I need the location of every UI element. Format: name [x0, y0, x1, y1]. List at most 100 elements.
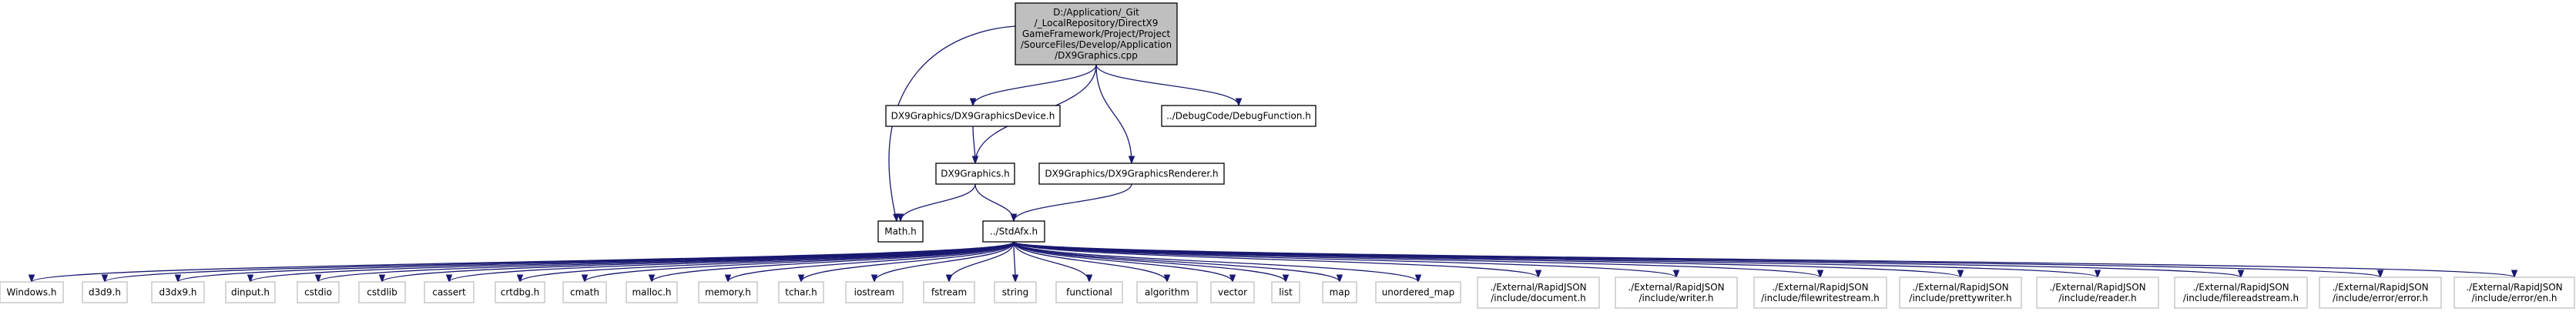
node-cstdio: cstdio	[297, 281, 340, 303]
edge-stdafx-to-algorithm	[1013, 241, 1171, 283]
node-rj_reader: ./External/RapidJSON/include/reader.h	[2036, 276, 2159, 309]
node-tchar: tchar.h	[778, 281, 824, 303]
edge-stdafx-to-d3dx9	[174, 241, 1015, 283]
node-debug[interactable]: ../DebugCode/DebugFunction.h	[1161, 105, 1317, 127]
node-windows: Windows.h	[0, 281, 64, 303]
node-root[interactable]: D:/Application/_Git/_LocalRepository/Dir…	[1015, 2, 1178, 65]
edge-arrowhead	[174, 274, 182, 283]
node-label: crtdbg.h	[501, 287, 540, 298]
node-vector: vector	[1210, 281, 1255, 303]
edge-stdafx-to-malloc	[648, 241, 1015, 283]
node-dx9rend[interactable]: DX9Graphics/DX9GraphicsRenderer.h	[1038, 163, 1225, 185]
node-label: /SourceFiles/Develop/Application	[1021, 39, 1172, 50]
edge-arrowhead	[1229, 274, 1236, 283]
node-box	[1055, 281, 1123, 303]
node-rj_error: ./External/RapidJSON/include/error/error…	[2319, 276, 2442, 309]
edge-stdafx-to-rj_filewrite	[1013, 241, 1824, 279]
edge-root-to-debug	[1095, 64, 1243, 107]
node-label: ./External/RapidJSON	[1912, 282, 2008, 293]
node-label: map	[1330, 287, 1350, 298]
edge-arrowhead	[445, 274, 453, 283]
edge-stdafx-to-crtdbg	[516, 241, 1015, 283]
edge-arrowhead	[1336, 274, 1343, 283]
node-label: /include/filereadstream.h	[2183, 293, 2299, 303]
edge-stdafx-to-tchar	[797, 241, 1015, 283]
node-dx9g[interactable]: DX9Graphics.h	[935, 163, 1015, 185]
edge-stdafx-to-umap	[1013, 241, 1422, 283]
edge-arrowhead	[1235, 98, 1243, 107]
edge-arrowhead	[314, 274, 322, 283]
edge-arrowhead	[247, 274, 254, 283]
edge-line	[177, 241, 1015, 283]
node-box	[297, 281, 340, 303]
node-box	[0, 281, 64, 303]
node-fstream: fstream	[923, 281, 975, 303]
edge-line	[888, 25, 1016, 222]
edge-line	[1013, 241, 1233, 283]
node-label: /include/filewritestream.h	[1761, 293, 1879, 303]
node-label: DX9Graphics/DX9GraphicsDevice.h	[891, 111, 1055, 122]
node-d3dx9: d3dx9.h	[151, 281, 205, 303]
edge-arrowhead	[897, 213, 904, 223]
node-label: ./External/RapidJSON	[1490, 282, 1586, 293]
node-box	[935, 163, 1015, 185]
edge-arrowhead	[797, 274, 805, 283]
edge-line	[584, 241, 1015, 283]
edge-arrowhead	[1128, 156, 1135, 165]
node-rj_filewrite: ./External/RapidJSON/include/filewritest…	[1753, 276, 1887, 309]
node-string: string	[994, 281, 1037, 303]
edge-dx9g-to-stdafx	[974, 183, 1018, 223]
node-label: ./External/RapidJSON	[1628, 282, 1724, 293]
edge-stdafx-to-rj_pretty	[1013, 241, 1964, 279]
edge-line	[1013, 241, 1286, 283]
edge-arrowhead	[2094, 270, 2101, 279]
node-memory: memory.h	[698, 281, 758, 303]
node-box	[1136, 281, 1198, 303]
node-label: GameFramework/Project/Project	[1022, 28, 1171, 39]
node-label: DX9Graphics/DX9GraphicsRenderer.h	[1045, 169, 1218, 179]
node-umap: unordered_map	[1375, 281, 1461, 303]
node-box	[923, 281, 975, 303]
edge-arrowhead	[28, 274, 35, 283]
node-box	[225, 281, 276, 303]
node-label: d3dx9.h	[159, 287, 196, 298]
edge-stdafx-to-cassert	[445, 241, 1015, 283]
edge-line	[519, 241, 1015, 283]
node-box	[1615, 276, 1738, 309]
node-box	[358, 281, 406, 303]
edge-line	[1013, 241, 1090, 283]
edge-dx9dev-to-dx9g	[971, 126, 979, 165]
node-box	[2036, 276, 2159, 309]
node-box	[994, 281, 1037, 303]
edge-arrowhead	[2376, 270, 2384, 279]
node-list: list	[1271, 281, 1300, 303]
edge-arrowhead	[969, 98, 977, 107]
node-math[interactable]: Math.h	[877, 220, 924, 243]
node-label: iostream	[854, 287, 895, 298]
node-label: unordered_map	[1382, 287, 1455, 298]
node-label: cmath	[570, 287, 599, 298]
edge-arrowhead	[378, 274, 386, 283]
edge-stdafx-to-list	[1013, 241, 1290, 283]
edge-arrowhead	[1011, 274, 1019, 283]
node-label: cstdio	[304, 287, 332, 298]
edge-line	[727, 241, 1015, 283]
node-label: functional	[1066, 287, 1112, 298]
node-label: malloc.h	[632, 287, 671, 298]
node-box	[1210, 281, 1255, 303]
edge-arrowhead	[971, 156, 979, 165]
node-box	[1322, 281, 1357, 303]
node-box	[1477, 276, 1600, 309]
node-box	[1161, 105, 1317, 127]
edge-line	[1013, 241, 1419, 283]
node-label: ./External/RapidJSON	[2192, 282, 2289, 293]
node-malloc: malloc.h	[626, 281, 678, 303]
node-label: d3d9.h	[89, 287, 121, 298]
node-stdafx[interactable]: ../StdAfx.h	[982, 220, 1045, 243]
edge-stdafx-to-dinput	[247, 241, 1015, 283]
node-label: ./External/RapidJSON	[2049, 282, 2145, 293]
node-dx9dev[interactable]: DX9Graphics/DX9GraphicsDevice.h	[885, 105, 1061, 127]
edge-arrowhead	[870, 274, 878, 283]
node-box	[2319, 276, 2442, 309]
edge-line	[250, 241, 1015, 283]
